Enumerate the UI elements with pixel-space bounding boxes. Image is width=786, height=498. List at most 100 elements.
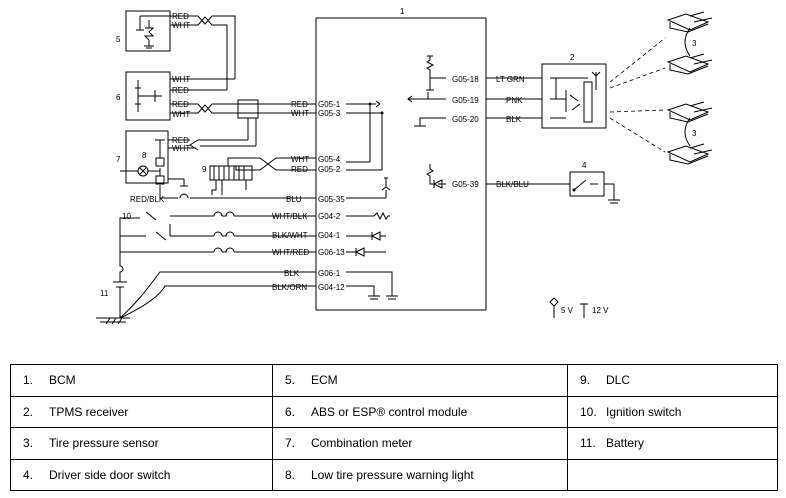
ignition-switch-lines: [119, 211, 214, 260]
legend-cell: 2.TPMS receiver: [10, 395, 273, 428]
voltage-5v: 5 V: [561, 306, 574, 315]
abs-to-ecm-lines: [170, 75, 236, 91]
legend-row: 3.Tire pressure sensor 7. Combination mete…: [10, 427, 778, 460]
g05-20-internal: [414, 117, 446, 127]
legend-number: 10.: [580, 404, 597, 419]
legend-number: 9.: [580, 373, 591, 388]
right-wires: [486, 77, 570, 185]
sensor-number-top: 3: [692, 39, 697, 48]
redblk-line: [159, 185, 316, 199]
ignition-number: 10: [122, 212, 131, 221]
ecm-resistor-ground: [143, 20, 155, 49]
can-junction: [237, 99, 259, 119]
legend-number: 8.: [285, 467, 296, 482]
abs-internal: [135, 80, 162, 112]
term-g05-39: G05-39: [452, 180, 479, 189]
blkwht-label: BLK/WHT: [272, 231, 308, 240]
meter-box: [125, 130, 169, 184]
g05-19-internal: [407, 92, 446, 103]
abs-can-lines: [170, 103, 316, 114]
legend-number: 5.: [285, 373, 296, 388]
legend-number: 11.: [580, 436, 596, 451]
meter-ground: [168, 178, 188, 187]
g05-18-internal: [426, 55, 446, 91]
legend-text: Ignition switch: [606, 404, 682, 419]
term-g04-1: G04-1: [318, 231, 341, 240]
blkwht-line: [213, 231, 316, 237]
legend-cell: 4.Driver side door switch: [10, 458, 273, 491]
legend-cell: 1. BCM: [10, 364, 273, 397]
ecm-internal: [136, 15, 170, 31]
tire-sensor-icon: [666, 11, 713, 33]
legend-text: Combination meter: [311, 436, 413, 451]
legend-number: 3.: [23, 436, 34, 451]
dlc-red-label: RED: [291, 165, 308, 174]
meter-internal2: [155, 139, 165, 158]
voltage-symbols: [549, 297, 588, 318]
meter-can-branch: [189, 118, 257, 151]
bcm-can-internal: [346, 100, 383, 171]
legend-text: ABS or ESP® control module: [311, 404, 468, 419]
whtred-line: [120, 247, 316, 253]
door-switch-internal: [573, 179, 620, 204]
legend-cell: 11. Battery: [567, 427, 778, 460]
g04-2-internal: [346, 211, 390, 221]
battery-symbol: [113, 260, 127, 318]
warning-light-number: 8: [142, 151, 147, 160]
tpms-receiver-module: [583, 81, 593, 123]
tpms-receiver-internal: [550, 77, 588, 119]
meter-number: 7: [116, 155, 121, 164]
bcm-box: [315, 17, 487, 311]
tpms-antenna-icon: [591, 71, 601, 90]
blu-label: BLU: [286, 195, 302, 204]
tire-sensor-icon: [666, 53, 713, 75]
tire-sensor-icon: [666, 101, 713, 123]
legend-cell: 5. ECM: [272, 364, 568, 397]
battery-number: 11: [100, 289, 109, 298]
legend-number: 4.: [23, 467, 34, 482]
ecm-box: [125, 10, 171, 52]
sensor-pair-link-bottom: [684, 117, 691, 147]
blk-label: BLK: [284, 269, 300, 278]
legend-row: 1. BCM 5. ECM 9. DLC: [10, 364, 778, 397]
legend-cell: 3.Tire pressure sensor: [10, 427, 273, 460]
sensor-number-bottom: 3: [692, 129, 697, 138]
bcm-grounds: [346, 271, 398, 300]
dlc-connector: [209, 165, 253, 181]
dlc-number: 9: [202, 165, 207, 174]
term-g05-1: G05-1: [318, 100, 341, 109]
term-g06-1: G06-1: [318, 269, 341, 278]
g05-35-internal: [346, 177, 391, 199]
term-g05-18: G05-18: [452, 75, 479, 84]
ecm-can-lines: [170, 15, 236, 86]
legend-text: ECM: [311, 373, 338, 388]
legend-cell: 8.Low tire pressure warning light: [272, 458, 568, 491]
legend-cell: [567, 458, 778, 491]
term-g04-2: G04-2: [318, 212, 341, 221]
whtblk-label: WHT/BLK: [272, 212, 308, 221]
legend-cell: 10. Ignition switch: [567, 395, 778, 428]
blk-right-label: BLK: [506, 115, 522, 124]
legend-text: TPMS receiver: [49, 404, 129, 419]
door-switch-box: [569, 171, 605, 197]
legend-text: DLC: [606, 373, 631, 388]
blkblu-label: BLK/BLU: [496, 180, 529, 189]
dlc-ground: [211, 180, 247, 195]
term-g06-13: G06-13: [318, 248, 345, 257]
bcm-red-label: RED: [291, 100, 308, 109]
blkorn-label: BLK/ORN: [272, 283, 307, 292]
legend-number: 7.: [285, 436, 296, 451]
whtred-label: WHT/RED: [272, 248, 310, 257]
legend-cell: 9. DLC: [567, 364, 778, 397]
g04-1-internal: [346, 231, 386, 241]
term-g05-19: G05-19: [452, 96, 479, 105]
voltage-12v: 12 V: [592, 306, 609, 315]
ltgrn-label: LT GRN: [496, 75, 525, 84]
legend-text: Battery: [606, 436, 645, 451]
tpms-receiver-number: 2: [570, 53, 575, 62]
term-g05-20: G05-20: [452, 115, 479, 124]
legend-text: BCM: [49, 373, 76, 388]
legend-number: 1.: [23, 373, 34, 388]
